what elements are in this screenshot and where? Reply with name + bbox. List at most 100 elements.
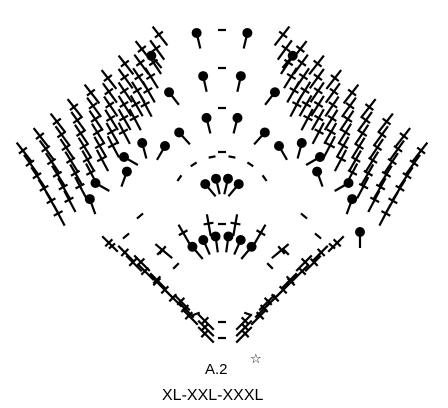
treble-stitch (333, 149, 348, 172)
treble-stitch (353, 124, 370, 146)
treble-crossbar (134, 72, 144, 81)
treble-crossbar (118, 114, 129, 122)
treble-crossbar (402, 171, 412, 180)
chain-stitch (314, 232, 322, 240)
treble-stitch (117, 95, 133, 117)
treble-crossbar (143, 86, 153, 94)
treble-stitch (372, 177, 387, 200)
treble-crossbar (52, 170, 63, 178)
chain-stitch (228, 155, 236, 159)
treble-stitch (95, 149, 110, 172)
chain-stitch (261, 174, 268, 182)
treble-crossbar (168, 293, 178, 303)
chain-stitch (136, 212, 144, 220)
treble-stitch (117, 68, 134, 90)
treble-crossbar (281, 44, 291, 53)
treble-stitch (323, 122, 338, 145)
treble-stitch (323, 109, 339, 131)
treble-crossbar (136, 257, 146, 267)
treble-stitch (57, 177, 72, 200)
treble-stitch (283, 67, 298, 89)
treble-crossbar (104, 238, 114, 248)
treble-crossbar (297, 59, 307, 67)
treble-crossbar (86, 88, 96, 97)
treble-stitch (177, 224, 191, 245)
bobble-dot (259, 127, 270, 138)
treble-crossbar (240, 316, 250, 326)
treble-crossbar (314, 128, 325, 135)
treble-crossbar (32, 171, 42, 180)
treble-crossbar (295, 45, 305, 54)
treble-stitch (149, 272, 167, 290)
treble-stitch (100, 69, 118, 90)
treble-crossbar (309, 258, 319, 267)
treble-stitch (51, 165, 66, 187)
treble-stitch (129, 94, 144, 117)
treble-crossbar (119, 73, 130, 82)
treble-stitch (101, 235, 119, 253)
treble-stitch (54, 125, 71, 147)
chain-stitch (191, 311, 201, 317)
treble-crossbar (367, 156, 378, 164)
treble-stitch (83, 83, 101, 105)
treble-crossbar (230, 221, 241, 226)
treble-crossbar (291, 101, 302, 108)
treble-stitch (117, 54, 135, 76)
treble-crossbar (270, 293, 280, 303)
treble-stitch (271, 243, 290, 260)
treble-crossbar (340, 128, 351, 136)
treble-stitch (364, 151, 380, 173)
treble-crossbar (106, 128, 117, 136)
chain-stitch (282, 248, 290, 256)
treble-stitch (197, 326, 215, 344)
bobble-dot (246, 241, 257, 252)
treble-stitch (295, 254, 313, 272)
treble-crossbar (372, 143, 383, 152)
treble-stitch (300, 108, 314, 131)
treble-stitch (250, 308, 268, 326)
treble-stitch (63, 190, 77, 213)
treble-crossbar (332, 238, 342, 248)
treble-stitch (308, 54, 325, 76)
bobble-dot (312, 166, 323, 177)
treble-crossbar (58, 183, 69, 191)
treble-crossbar (354, 142, 365, 150)
treble-stitch (292, 263, 310, 281)
treble-stitch (310, 95, 325, 117)
treble-crossbar (151, 44, 161, 53)
chain-stitch (300, 212, 308, 220)
treble-crossbar (361, 116, 371, 124)
treble-stitch (289, 94, 303, 118)
treble-crossbar (107, 141, 118, 149)
treble-stitch (128, 108, 142, 131)
bobble-dot (164, 87, 175, 98)
treble-crossbar (336, 155, 347, 163)
treble-stitch (276, 39, 293, 61)
treble-crossbar (329, 87, 339, 96)
treble-crossbar (75, 129, 86, 137)
treble-crossbar (118, 128, 129, 135)
treble-stitch (368, 138, 385, 160)
bobble-dot (146, 50, 157, 61)
treble-crossbar (96, 155, 107, 163)
treble-crossbar (56, 130, 67, 139)
treble-stitch (308, 68, 325, 90)
treble-crossbar (72, 116, 82, 124)
treble-crossbar (313, 73, 323, 82)
treble-stitch (74, 124, 90, 146)
treble-crossbar (347, 169, 358, 176)
treble-stitch (394, 127, 412, 148)
treble-crossbar (303, 114, 313, 122)
treble-crossbar (393, 144, 403, 153)
bobble-dot (242, 27, 253, 38)
treble-crossbar (64, 196, 74, 204)
treble-crossbar (39, 184, 49, 192)
treble-crossbar (145, 72, 156, 81)
treble-crossbar (409, 159, 419, 167)
treble-stitch (88, 110, 104, 132)
treble-crossbar (137, 45, 147, 54)
treble-stitch (350, 137, 366, 159)
bobble-dot (222, 173, 233, 184)
treble-stitch (23, 154, 39, 175)
chain-stitch (208, 155, 216, 159)
